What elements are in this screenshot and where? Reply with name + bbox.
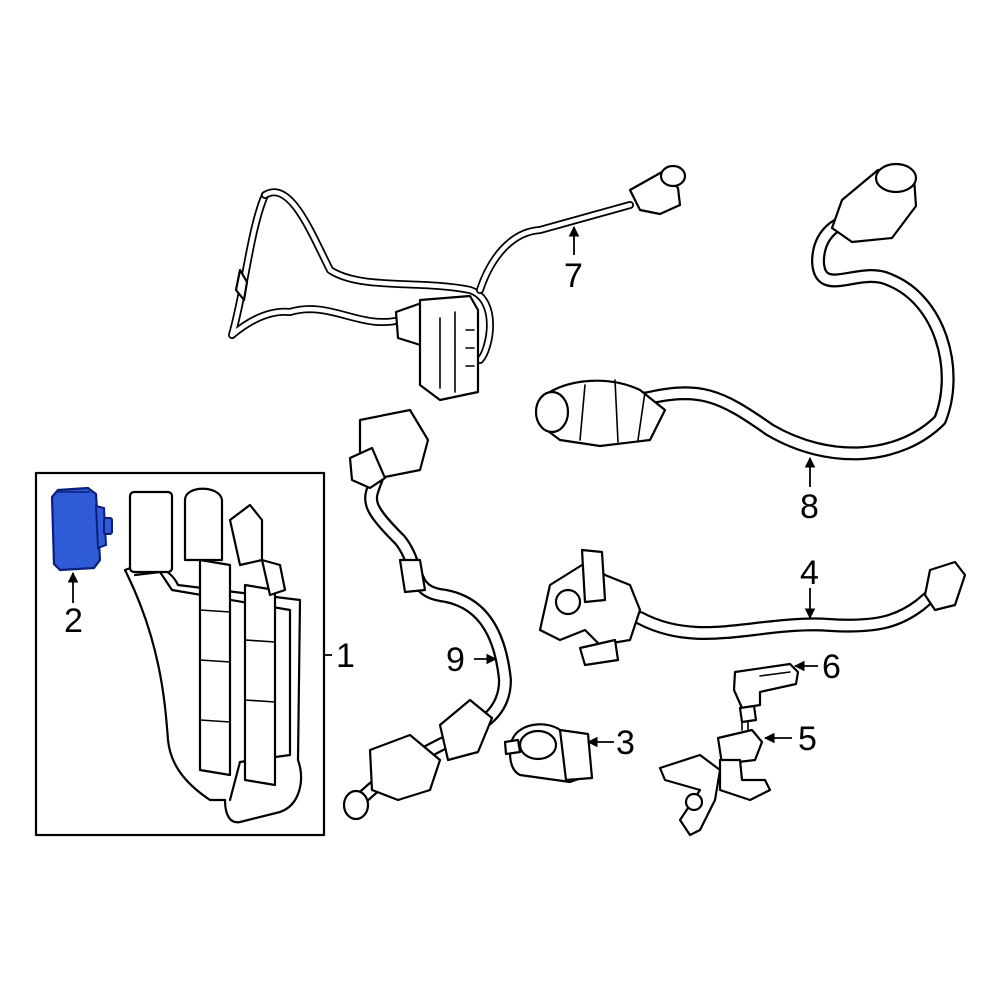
callout-9: 9 bbox=[446, 641, 465, 679]
callout-3: 3 bbox=[616, 724, 635, 762]
callout-4: 4 bbox=[800, 554, 819, 592]
part-4-purge-line[interactable] bbox=[538, 548, 967, 667]
callout-7: 7 bbox=[564, 257, 583, 295]
part-2-highlighted-component[interactable] bbox=[50, 486, 113, 572]
callout-8: 8 bbox=[800, 488, 819, 526]
callout-1: 1 bbox=[336, 637, 355, 675]
callout-5: 5 bbox=[798, 720, 817, 758]
part-1-callout-box bbox=[34, 471, 326, 837]
part-8-sensor-hose[interactable] bbox=[534, 162, 955, 461]
part-5-sensor-bracket[interactable] bbox=[658, 721, 772, 837]
part-6-connector[interactable] bbox=[732, 662, 800, 724]
callout-6: 6 bbox=[822, 648, 841, 686]
part-1-vapor-canister[interactable] bbox=[123, 487, 302, 824]
callout-2: 2 bbox=[64, 602, 83, 640]
callout-leaders bbox=[67, 225, 818, 748]
part-7-wiring-harness[interactable] bbox=[228, 164, 687, 402]
part-3-valve[interactable] bbox=[503, 723, 594, 784]
part-9-sensor-harness[interactable] bbox=[342, 408, 512, 821]
